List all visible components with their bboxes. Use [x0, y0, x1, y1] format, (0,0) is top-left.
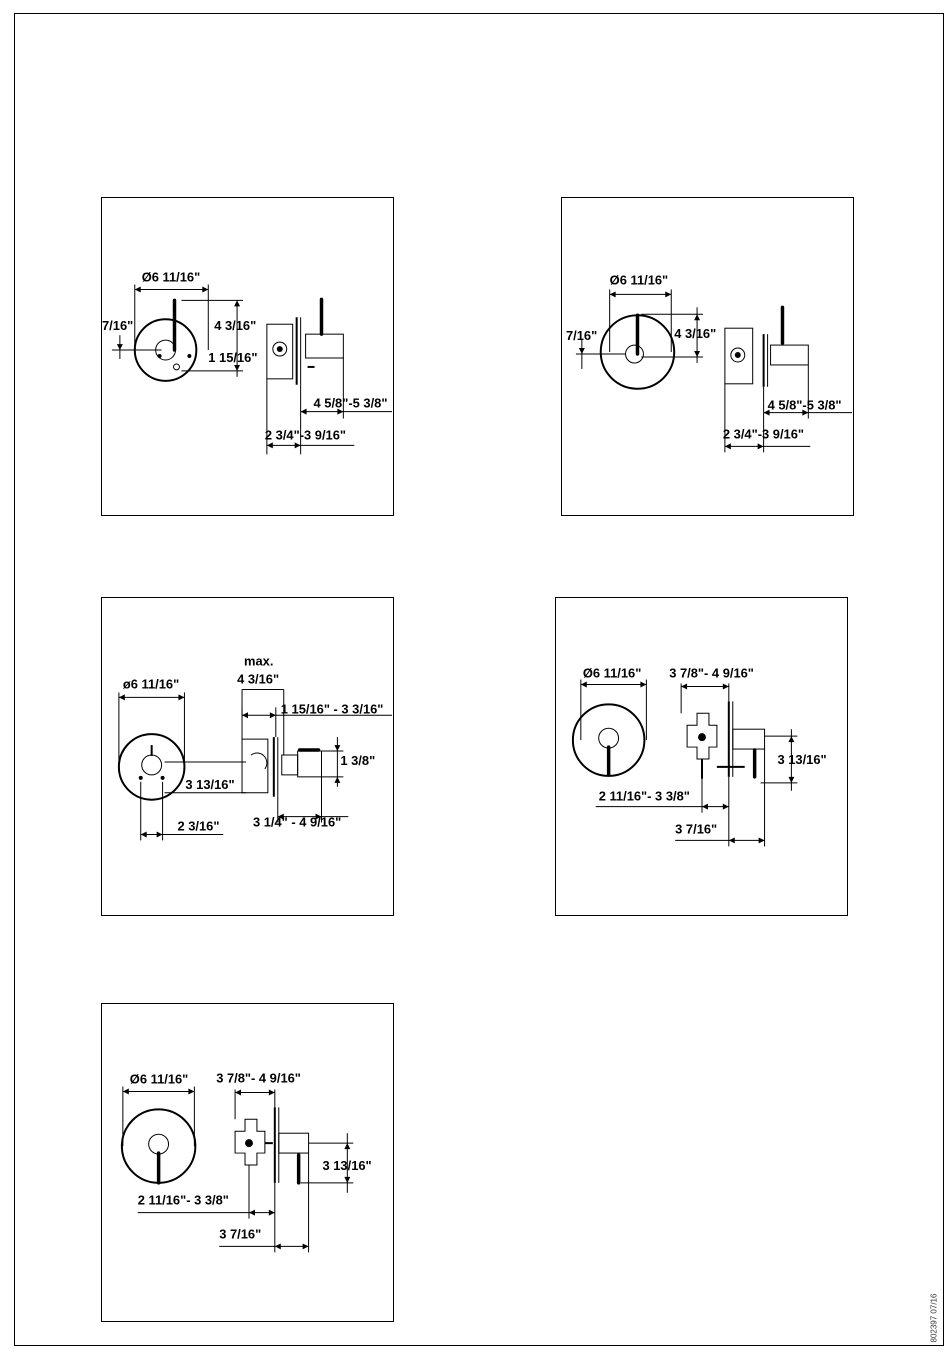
- handle-hub: [625, 344, 644, 364]
- trim-side: [305, 333, 344, 359]
- p3-max-value-label: 4 3/16": [237, 672, 279, 687]
- drawing-1-svg: Ø6 11/16" 7/16" 4 3/16" 1 15/16" 4 5/8"-…: [102, 270, 393, 455]
- p3-spacing-label: 2 3/16": [177, 818, 219, 833]
- page-border: [14, 13, 944, 1346]
- p3-height-label: 3 13/16": [185, 777, 234, 792]
- p3-max-label: max.: [244, 654, 273, 669]
- document-reference-text: 802397 07/16: [929, 1293, 939, 1343]
- p2-diameter-label: Ø6 11/16": [610, 272, 669, 287]
- p1-depth-inner-label: 2 3/4"-3 9/16": [265, 427, 346, 442]
- p4-diameter-label: Ø6 11/16": [583, 666, 642, 681]
- drawing-panel-3: ø6 11/16" 2 3/16" 3 13/16" max. 4 3/16" …: [101, 597, 394, 916]
- p5-diameter-label: Ø6 11/16": [130, 1072, 189, 1087]
- p4-depth-mid-label: 2 11/16"- 3 3/8": [599, 789, 690, 804]
- p3-depth-a-label: 1 15/16" - 3 3/16": [281, 701, 384, 716]
- document-reference: 802397 07/16: [926, 1290, 940, 1346]
- handle-hub: [598, 727, 620, 749]
- trim-side: [770, 344, 809, 366]
- drawing-panel-1: Ø6 11/16" 7/16" 4 3/16" 1 15/16" 4 5/8"-…: [101, 197, 394, 516]
- p5-depth-top-label: 3 7/8"- 4 9/16": [216, 1071, 301, 1086]
- p3-handle-label: 1 3/8": [340, 753, 375, 768]
- drawing-5-svg: Ø6 11/16" 3 7/8"- 4 9/16" 3 13/16" 2 11/…: [120, 1071, 372, 1253]
- p5-depth-bottom-label: 3 7/16": [219, 1226, 261, 1241]
- p1-diameter-label: Ø6 11/16": [142, 270, 201, 285]
- drawing-panel-2: Ø6 11/16" 7/16" 4 3/16" 4 5/8"-5 3/8" 2 …: [561, 197, 854, 516]
- drawing-panel-4: Ø6 11/16" 3 7/8"- 4 9/16" 3 13/16" 2 11/…: [555, 597, 848, 916]
- p5-height-label: 3 13/16": [322, 1158, 371, 1173]
- drawing-4-svg: Ø6 11/16" 3 7/8"- 4 9/16" 3 13/16" 2 11/…: [571, 666, 827, 847]
- p4-height-label: 3 13/16": [777, 752, 826, 767]
- valve-body-side: [241, 738, 269, 794]
- p1-offset-label: 7/16": [102, 318, 133, 333]
- trim-side: [297, 750, 322, 778]
- cover-plate-front: [117, 733, 186, 801]
- p3-depth-b-label: 3 1/4" - 4 9/16": [253, 815, 341, 830]
- valve-body-side: [266, 323, 294, 380]
- trim-side: [278, 1132, 310, 1154]
- p1-depth-outer-label: 4 5/8"-5 3/8": [314, 396, 388, 411]
- valve-body-side: [724, 327, 754, 385]
- p3-diameter-label: ø6 11/16": [123, 676, 179, 691]
- valve-body-side: [686, 712, 718, 760]
- p1-hole-label: 1 15/16": [208, 350, 257, 365]
- p4-depth-top-label: 3 7/8"- 4 9/16": [669, 666, 754, 681]
- p5-depth-mid-label: 2 11/16"- 3 3/8": [138, 1193, 229, 1208]
- valve-body-side: [234, 1118, 266, 1166]
- p1-height-label: 4 3/16": [214, 318, 256, 333]
- p2-height-label: 4 3/16": [674, 326, 716, 341]
- drawing-2-svg: Ø6 11/16" 7/16" 4 3/16" 4 5/8"-5 3/8" 2 …: [566, 272, 853, 453]
- drawing-3-svg: ø6 11/16" 2 3/16" 3 13/16" max. 4 3/16" …: [117, 654, 393, 841]
- p2-depth-outer-label: 4 5/8"-5 3/8": [768, 398, 842, 413]
- handle-hub: [148, 1133, 170, 1155]
- trim-side: [732, 728, 766, 750]
- p4-depth-bottom-label: 3 7/16": [675, 821, 717, 836]
- drawing-panel-5: Ø6 11/16" 3 7/8"- 4 9/16" 3 13/16" 2 11/…: [101, 1003, 394, 1322]
- p2-depth-inner-label: 2 3/4"-3 9/16": [723, 426, 804, 441]
- p2-offset-label: 7/16": [566, 328, 597, 343]
- handle-hub: [141, 754, 163, 776]
